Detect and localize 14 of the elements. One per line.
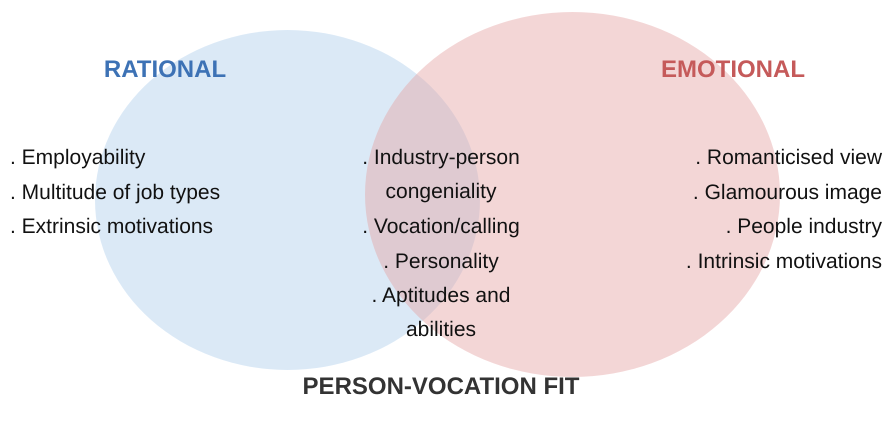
list-item: . Aptitudes and abilities [370, 283, 512, 343]
list-item: . Extrinsic motivations [10, 214, 214, 240]
list-item: . Vocation/calling [361, 214, 521, 240]
list-item: . Glamourous image [692, 180, 882, 206]
list-item: . Romanticised view [695, 145, 882, 171]
list-item: . Industry-person congeniality [361, 145, 521, 205]
list-item: . People industry [726, 214, 882, 240]
circle-heading: EMOTIONAL [661, 55, 805, 85]
list-item: . Employability [10, 145, 146, 171]
list-item: . Intrinsic motivations [686, 249, 882, 276]
intersection-label: PERSON-VOCATION FIT [302, 372, 580, 402]
list-item: . Personality [382, 249, 500, 275]
circle-heading: RATIONAL [104, 55, 226, 85]
list-item: . Multitude of job types [10, 180, 220, 206]
